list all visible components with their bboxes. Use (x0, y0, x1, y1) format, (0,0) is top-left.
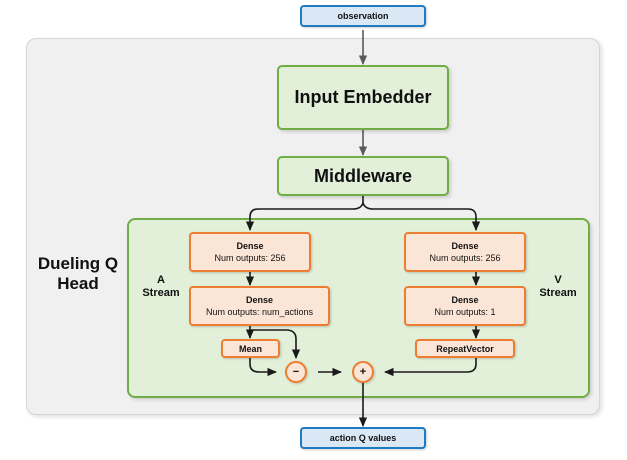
v-stream-label-line1: V (554, 274, 562, 286)
input-embedder-label: Input Embedder (294, 87, 432, 107)
middleware-node[interactable]: Middleware (277, 156, 449, 196)
output-action-q-values-node[interactable]: action Q values (300, 427, 426, 449)
a-stream-label-line2: Stream (142, 286, 180, 299)
a-stream-dense-256-node[interactable]: Dense Num outputs: 256 (189, 232, 311, 272)
output-action-q-values-label: action Q values (329, 433, 397, 443)
a-stream-label: A Stream (137, 274, 185, 299)
a-stream-label-line1: A (157, 274, 165, 286)
v-stream-label-line2: Stream (539, 286, 577, 299)
mean-label: Mean (238, 343, 262, 354)
subtract-operator-node[interactable]: − (285, 361, 307, 383)
a-stream-dense-256-subtitle: Num outputs: 256 (214, 253, 286, 263)
input-observation-node[interactable]: observation (300, 5, 426, 27)
v-stream-label: V Stream (534, 274, 582, 299)
v-stream-dense-256-node[interactable]: Dense Num outputs: 256 (404, 232, 526, 272)
a-stream-dense-256-title: Dense (236, 241, 264, 251)
subtract-operator-label: − (292, 366, 300, 378)
a-stream-dense-num-actions-subtitle: Num outputs: num_actions (205, 307, 314, 317)
add-operator-label: + (359, 366, 367, 378)
a-stream-dense-num-actions-title: Dense (245, 295, 273, 305)
repeat-vector-node[interactable]: RepeatVector (415, 339, 515, 358)
v-stream-dense-256-subtitle: Num outputs: 256 (429, 253, 501, 263)
v-stream-dense-1-subtitle: Num outputs: 1 (434, 307, 496, 317)
dueling-q-head-title: Dueling Q Head (31, 254, 125, 293)
dueling-q-head-title-line2: Head (57, 273, 99, 293)
middleware-label: Middleware (313, 165, 413, 186)
a-stream-dense-num-actions-node[interactable]: Dense Num outputs: num_actions (189, 286, 330, 326)
v-stream-dense-1-title: Dense (451, 295, 479, 305)
v-stream-dense-1-node[interactable]: Dense Num outputs: 1 (404, 286, 526, 326)
v-stream-dense-256-title: Dense (451, 241, 479, 251)
dueling-q-head-title-line1: Dueling Q (37, 254, 119, 273)
input-embedder-node[interactable]: Input Embedder (277, 65, 449, 130)
input-observation-label: observation (337, 11, 389, 21)
mean-node[interactable]: Mean (221, 339, 280, 358)
add-operator-node[interactable]: + (352, 361, 374, 383)
repeat-vector-label: RepeatVector (436, 343, 494, 354)
